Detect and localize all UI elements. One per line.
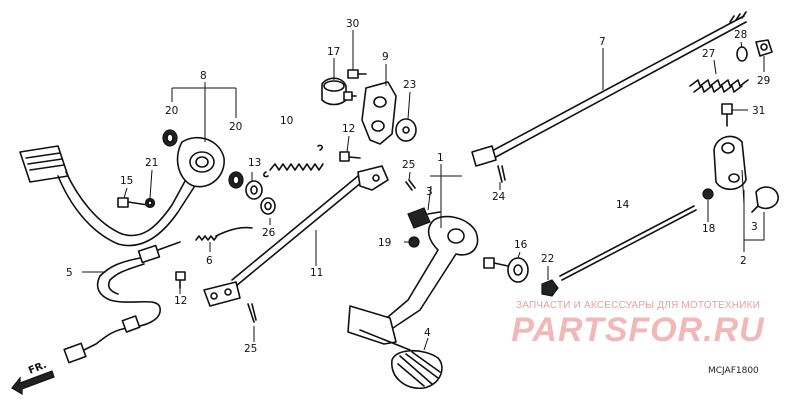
return-spring [263, 144, 324, 178]
front-direction-arrow [11, 370, 55, 396]
callout-21: 21 [145, 157, 158, 169]
shift-rod [471, 11, 747, 167]
pivot-bolt [117, 197, 156, 209]
bolt-lower-left [175, 271, 186, 289]
callout-3: 3 [751, 221, 758, 233]
callout-25: 25 [244, 343, 257, 355]
callout-28: 28 [734, 29, 747, 41]
callout-3: 3 [426, 186, 433, 198]
callout-7: 7 [599, 36, 606, 48]
callout-20: 20 [165, 105, 178, 117]
pin-24 [497, 165, 506, 183]
callout-labels: 8 20 20 21 15 13 26 10 5 6 12 11 12 30 1… [27, 18, 770, 377]
stop-switch [63, 241, 181, 364]
callout-4: 4 [424, 327, 431, 339]
tie-rod-parts [689, 39, 773, 93]
callout-20: 20 [229, 121, 242, 133]
diagram-code: MCJAF1800 [708, 366, 759, 376]
brake-pedal [19, 136, 225, 247]
callout-2: 2 [740, 255, 747, 267]
leader-lines [82, 30, 765, 351]
callout-8: 8 [200, 70, 207, 82]
callout-19: 19 [378, 237, 391, 249]
shift-arm [702, 103, 779, 213]
callout-27: 27 [702, 48, 715, 60]
callout-17: 17 [327, 46, 340, 58]
brake-rod [203, 165, 389, 307]
callout-18: 18 [702, 223, 715, 235]
callout-16: 16 [514, 239, 528, 251]
callout-31: 31 [752, 105, 765, 117]
callout-5: 5 [66, 267, 73, 279]
callout-10: 10 [280, 115, 293, 127]
callout-15: 15 [120, 175, 133, 187]
shift-peg-rubber [391, 349, 443, 389]
callout-23: 23 [403, 79, 416, 91]
collars-and-washers [162, 129, 276, 215]
upper-mount [321, 69, 417, 145]
switch-spring [195, 226, 253, 241]
cotter-pins [247, 179, 416, 323]
pedal-nuts [407, 207, 441, 248]
callout-1: 1 [437, 152, 444, 164]
callout-9: 9 [382, 51, 389, 63]
callout-26: 26 [262, 227, 276, 239]
callout-24: 24 [492, 191, 506, 203]
callout-29: 29 [757, 75, 770, 87]
callout-22: 22 [541, 253, 554, 265]
bolt-upper [339, 151, 361, 162]
callout-11: 11 [310, 267, 323, 279]
callout-12: 12 [342, 123, 355, 135]
callout-12: 12 [174, 295, 187, 307]
tie-rod [559, 205, 697, 281]
callout-25: 25 [402, 159, 415, 171]
nut-22 [541, 279, 559, 297]
callout-30: 30 [346, 18, 359, 30]
callout-13: 13 [248, 157, 261, 169]
pivot-bolt-right [483, 257, 529, 283]
callout-6: 6 [206, 255, 213, 267]
callout-14: 14 [616, 199, 630, 211]
gearshift-pedal [347, 215, 479, 351]
